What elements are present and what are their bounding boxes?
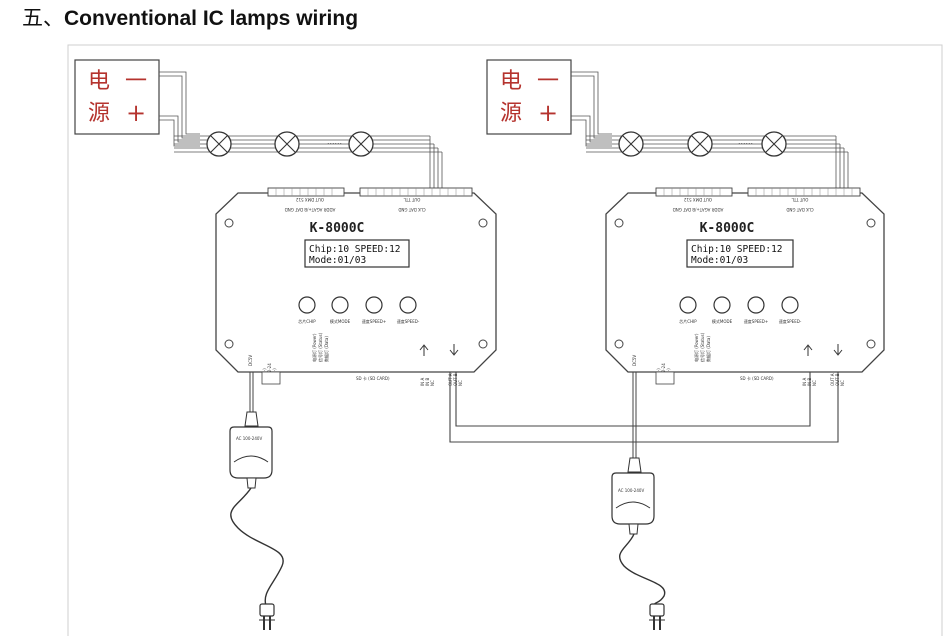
- sync-in-nc: NC: [812, 380, 817, 386]
- mode-button[interactable]: [331, 296, 349, 314]
- lamp-ellipsis: ......: [327, 136, 342, 146]
- ac-cord: [230, 487, 284, 607]
- ttl-port-labels: CLK DAT GND: [786, 207, 813, 212]
- diagram-frame: [67, 44, 943, 636]
- mode-button[interactable]: [713, 296, 731, 314]
- power-label-char1: 电: [500, 69, 522, 94]
- power-label-char1: 电: [88, 69, 110, 94]
- sync-in-nc: NC: [430, 380, 435, 386]
- lamp-6: [761, 131, 787, 157]
- lcd-line-1: Chip:10 SPEED:12: [691, 244, 783, 255]
- dc-cable-2: [632, 372, 637, 460]
- dmx-port-title: OUT DMX 512: [296, 197, 324, 202]
- sync-in-a: IN A: [420, 378, 425, 386]
- speed-up-label: 速度SPEED+: [362, 318, 386, 324]
- section-heading: Conventional IC lamps wiring: [64, 7, 359, 30]
- lamp-1: [206, 131, 232, 157]
- ac-plug-icon: [649, 603, 665, 630]
- speed-down-label: 速度SPEED-: [397, 318, 420, 324]
- ttl-port-labels: CLK DAT GND: [398, 207, 425, 212]
- chip-button[interactable]: [298, 296, 316, 314]
- power-plus-symbol: +: [126, 99, 146, 127]
- adapter-label: AC 100-240V: [618, 488, 644, 493]
- lcd-line-2: Mode:01/03: [309, 255, 366, 266]
- power-wires: [159, 71, 200, 147]
- lcd-line-1: Chip:10 SPEED:12: [309, 244, 401, 255]
- status-led-label: 信号灯 (Status): [699, 332, 705, 362]
- speed-up-label: 速度SPEED+: [744, 318, 768, 324]
- mode-button-label: 模式MODE: [712, 318, 733, 324]
- chip-button-label: 芯片CHIP: [679, 318, 697, 324]
- sd-card-label: SD 卡 (SD CARD): [740, 375, 774, 381]
- controller-model: K-8000C: [310, 221, 365, 236]
- controller-right: ADDR AGAT+/B DAT GND OUT DMX 512 CLK DAT…: [605, 187, 885, 386]
- controller-feed-wires: [429, 136, 443, 192]
- speed-up-button[interactable]: [747, 296, 765, 314]
- controller-model: K-8000C: [700, 221, 755, 236]
- speed-down-button[interactable]: [781, 296, 799, 314]
- lamp-3: [348, 131, 374, 157]
- ttl-port-title: OUT TTL: [791, 197, 809, 202]
- power-minus-symbol: 一: [125, 69, 147, 94]
- lamp-5: [687, 131, 713, 157]
- power-adapter-2: AC 100-240V: [611, 457, 655, 535]
- dmx-port-labels: ADDR AGAT+/B DAT GND: [673, 207, 724, 212]
- arrow-down-icon: [449, 344, 459, 356]
- power-plus-symbol: +: [538, 99, 558, 127]
- sync-out-nc: NC: [458, 380, 463, 386]
- lamp-2: [274, 131, 300, 157]
- sync-in-b: IN B: [425, 378, 430, 386]
- dc-input-label: DC5V: [632, 355, 637, 366]
- arrow-up-icon: [803, 344, 813, 356]
- page-title: 五、Conventional IC lamps wiring: [22, 2, 358, 32]
- power-label-char2: 源: [88, 101, 110, 126]
- ac-plug-icon: [259, 603, 275, 630]
- ttl-port-title: OUT TTL: [403, 197, 421, 202]
- power-wires-2: [571, 71, 612, 147]
- data-led-label: 数据灯 (Data): [323, 336, 329, 362]
- mode-button-label: 模式MODE: [330, 318, 351, 324]
- power-adapter: AC 100-240V: [229, 411, 273, 489]
- wiring-group-left: 电 源 一 + ......: [74, 59, 497, 630]
- controller-left: ADDR AGAT+/B DAT GND OUT DMX 512 CLK DAT…: [215, 187, 497, 386]
- dc-cable: [249, 372, 254, 415]
- power-minus-symbol: 一: [537, 69, 559, 94]
- speed-up-button[interactable]: [365, 296, 383, 314]
- speed-down-button[interactable]: [399, 296, 417, 314]
- sync-out-nc: NC: [840, 380, 845, 386]
- ac-cord-2: [618, 533, 666, 609]
- sd-card-label: SD 卡 (SD CARD): [356, 375, 390, 381]
- arrow-up-icon: [419, 344, 429, 356]
- power-led-label: 电源灯 (Power): [693, 333, 699, 362]
- data-led-label: 数据灯 (Data): [705, 336, 711, 362]
- sync-out-a: OUT A: [830, 373, 835, 386]
- arrow-down-icon: [833, 344, 843, 356]
- chip-button-label: 芯片CHIP: [298, 318, 316, 324]
- dc-input-label: DC5V: [248, 355, 253, 366]
- lamp-4: [618, 131, 644, 157]
- status-led-label: 信号灯 (Status): [317, 332, 323, 362]
- chip-button[interactable]: [679, 296, 697, 314]
- controller-feed-wires-2: [835, 136, 849, 192]
- lamp-ellipsis-2: ......: [738, 136, 753, 146]
- lcd-line-2: Mode:01/03: [691, 255, 748, 266]
- wiring-group-right: 电 源 一 + ......: [486, 59, 885, 630]
- sync-in-a: IN A: [802, 378, 807, 386]
- power-led-label: 电源灯 (Power): [311, 333, 317, 362]
- power-supply-box-2: 电 源 一 +: [486, 59, 572, 135]
- dmx-port-title: OUT DMX 512: [684, 197, 712, 202]
- adapter-label: AC 100-240V: [236, 436, 262, 441]
- power-label-char2: 源: [500, 101, 522, 126]
- section-number: 五、: [22, 6, 64, 30]
- sync-cable: [449, 372, 839, 443]
- dmx-port-labels: ADDR AGAT+/B DAT GND: [285, 207, 336, 212]
- speed-down-label: 速度SPEED-: [779, 318, 802, 324]
- power-supply-box: 电 源 一 +: [74, 59, 160, 135]
